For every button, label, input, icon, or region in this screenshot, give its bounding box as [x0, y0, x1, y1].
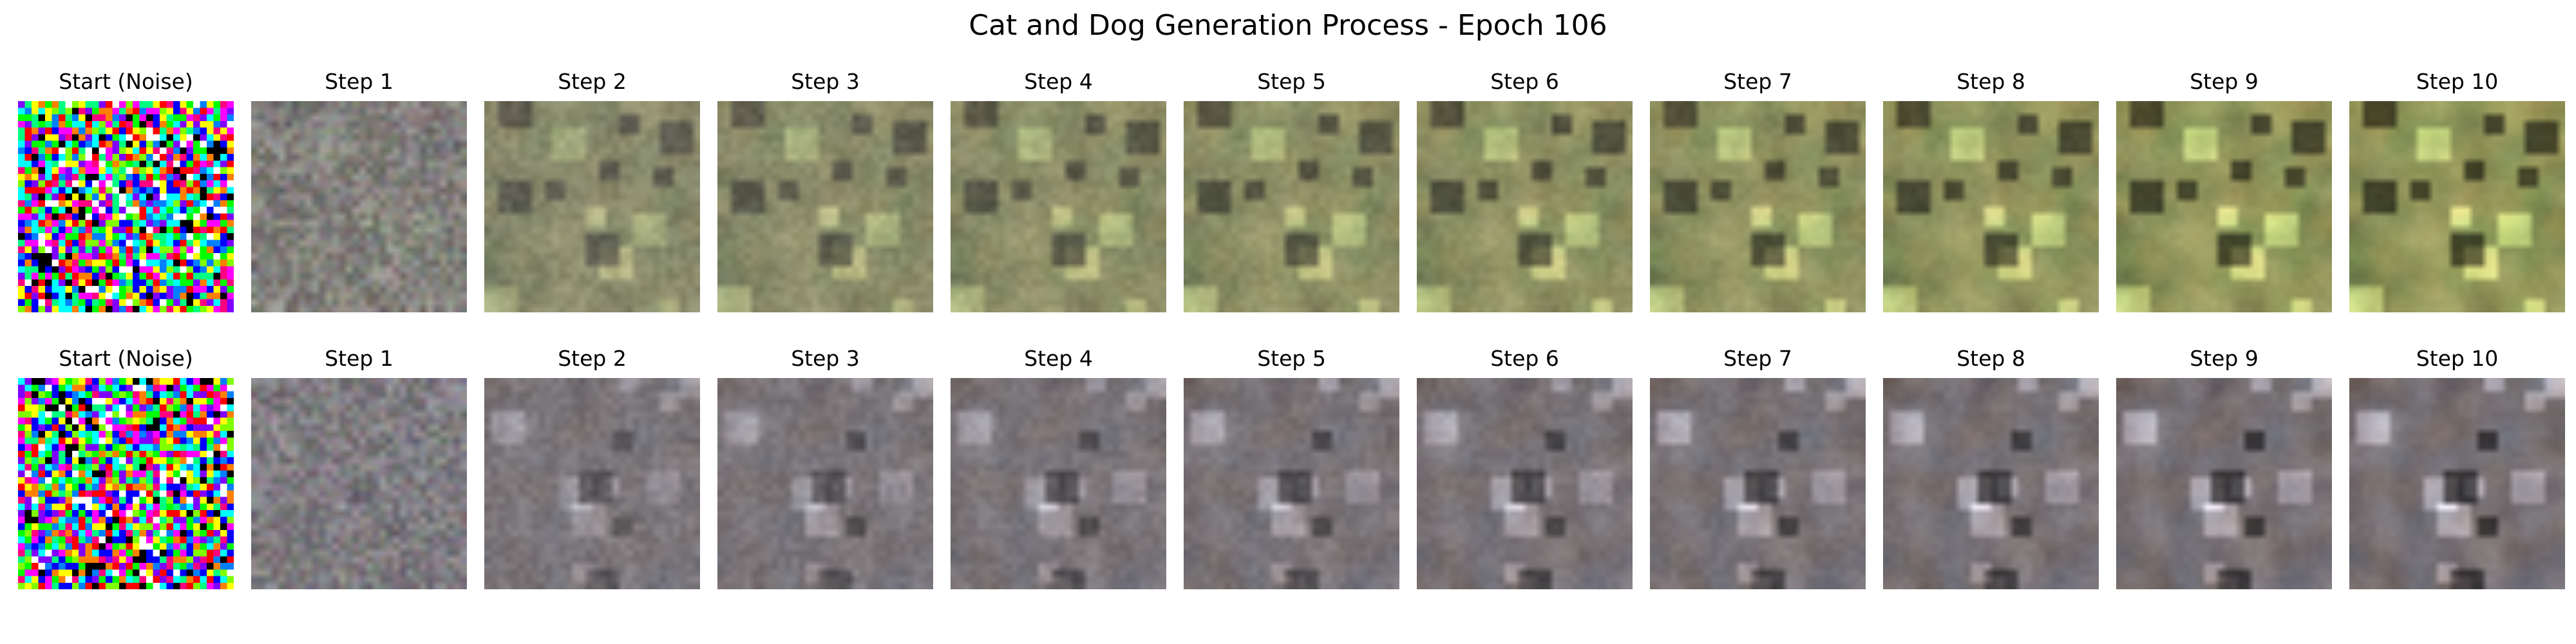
panel-title: Step 6	[1490, 346, 1559, 371]
step-panel: Step 9	[2116, 68, 2332, 312]
generated-image	[1650, 101, 1866, 312]
panel-title: Step 8	[1956, 69, 2025, 94]
panel-title: Step 7	[1723, 69, 1792, 94]
generated-image	[1417, 101, 1633, 312]
panel-title: Start (Noise)	[59, 69, 193, 94]
panel-title: Step 9	[2190, 346, 2259, 371]
panel-title: Step 7	[1723, 346, 1792, 371]
step-panel: Step 1	[251, 345, 467, 589]
generated-image	[1417, 378, 1633, 589]
generated-image	[251, 378, 467, 589]
generated-image	[1650, 378, 1866, 589]
step-panel: Step 3	[717, 68, 933, 312]
panel-title: Step 5	[1257, 346, 1326, 371]
generated-image	[951, 378, 1166, 589]
step-panel: Step 5	[1184, 68, 1399, 312]
step-panel: Step 6	[1417, 345, 1633, 589]
panel-title: Step 10	[2416, 346, 2499, 371]
panel-title: Step 2	[558, 69, 627, 94]
noise-image	[18, 101, 234, 312]
step-panel: Step 6	[1417, 68, 1633, 312]
step-panel: Step 10	[2349, 68, 2565, 312]
generated-image	[2349, 101, 2565, 312]
noise-image	[18, 378, 234, 589]
step-panel: Step 7	[1650, 68, 1866, 312]
step-panel: Step 4	[951, 345, 1166, 589]
generated-image	[2116, 101, 2332, 312]
panel-title: Step 2	[558, 346, 627, 371]
step-panel: Step 8	[1883, 68, 2099, 312]
generation-row-2: Start (Noise) Step 1 Step 2 Step 3 Step 4 Ste…	[0, 345, 2576, 589]
generated-image	[717, 101, 933, 312]
panel-title: Step 3	[791, 69, 860, 94]
step-panel: Step 7	[1650, 345, 1866, 589]
generated-image	[1184, 378, 1399, 589]
step-panel: Step 8	[1883, 345, 2099, 589]
step-panel: Step 3	[717, 345, 933, 589]
noise-panel: Start (Noise)	[18, 68, 234, 312]
step-panel: Step 5	[1184, 345, 1399, 589]
generated-image	[251, 101, 467, 312]
step-panel: Step 2	[484, 68, 700, 312]
generated-image	[1184, 101, 1399, 312]
panel-title: Step 3	[791, 346, 860, 371]
step-panel: Step 2	[484, 345, 700, 589]
step-panel: Step 9	[2116, 345, 2332, 589]
panel-title: Start (Noise)	[59, 346, 193, 371]
generated-image	[484, 101, 700, 312]
generated-image	[1883, 378, 2099, 589]
generated-image	[717, 378, 933, 589]
panel-title: Step 4	[1024, 69, 1093, 94]
panel-title: Step 8	[1956, 346, 2025, 371]
panel-title: Step 10	[2416, 69, 2499, 94]
step-panel: Step 1	[251, 68, 467, 312]
step-panel: Step 4	[951, 68, 1166, 312]
generated-image	[2349, 378, 2565, 589]
step-panel: Step 10	[2349, 345, 2565, 589]
panel-title: Step 6	[1490, 69, 1559, 94]
figure-title: Cat and Dog Generation Process - Epoch 1…	[969, 9, 1607, 42]
panel-title: Step 9	[2190, 69, 2259, 94]
generation-row-1: Start (Noise) Step 1 Step 2 Step 3 Step 4 Ste…	[0, 68, 2576, 312]
generated-image	[484, 378, 700, 589]
generated-image	[951, 101, 1166, 312]
panel-title: Step 4	[1024, 346, 1093, 371]
generated-image	[2116, 378, 2332, 589]
panel-title: Step 5	[1257, 69, 1326, 94]
panel-title: Step 1	[325, 69, 393, 94]
noise-panel: Start (Noise)	[18, 345, 234, 589]
panel-title: Step 1	[325, 346, 393, 371]
generated-image	[1883, 101, 2099, 312]
